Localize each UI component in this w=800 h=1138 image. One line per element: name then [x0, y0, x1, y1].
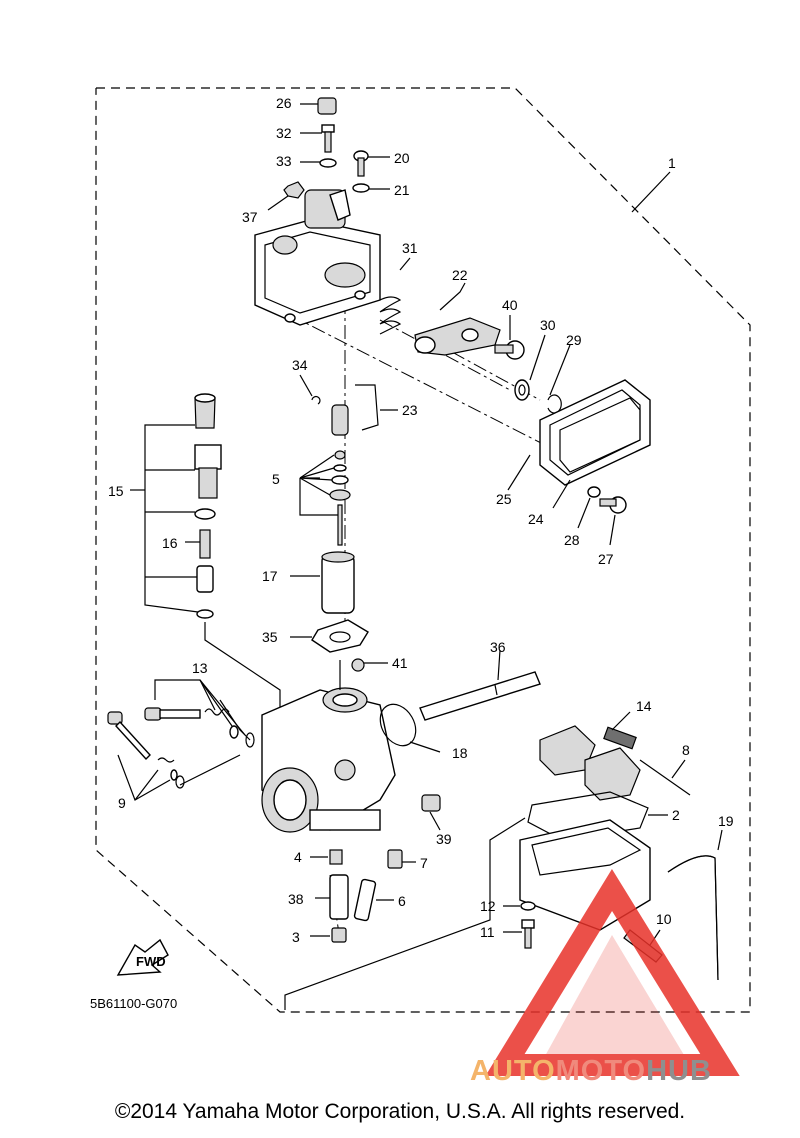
part-32-screw — [300, 124, 335, 153]
part-29-clip — [547, 344, 571, 414]
watermark-brand: AUTOMOTOHUB — [470, 1055, 712, 1088]
part-13-pilot-screw — [144, 679, 255, 748]
callout-6: 6 — [398, 893, 406, 909]
part-41-screw — [351, 658, 388, 672]
callout-41: 41 — [392, 655, 408, 671]
callout-25: 25 — [496, 491, 512, 507]
callout-32: 32 — [276, 125, 292, 141]
part-22-lever — [414, 282, 501, 356]
part-19-hose — [667, 829, 723, 981]
part-38-nozzle — [315, 874, 349, 920]
carburetor-body — [261, 660, 396, 833]
part-2-gasket — [527, 791, 668, 841]
callout-29: 29 — [566, 332, 582, 348]
part-26-cap — [300, 97, 337, 115]
callout-9: 9 — [118, 795, 126, 811]
callout-7: 7 — [420, 855, 428, 871]
callout-19: 19 — [718, 813, 734, 829]
callout-23: 23 — [402, 402, 418, 418]
watermark-logo-icon — [485, 868, 740, 1076]
callout-15: 15 — [108, 483, 124, 499]
callout-35: 35 — [262, 629, 278, 645]
part-5-needle-set — [299, 404, 351, 546]
callout-30: 30 — [540, 317, 556, 333]
watermark-brand-hub: HUB — [646, 1055, 712, 1087]
part-15-starter-group — [130, 393, 222, 619]
part-39-nut — [421, 794, 441, 831]
part-35-gasket — [290, 619, 369, 653]
part-21-washer — [352, 183, 390, 193]
part-1-leader — [631, 171, 671, 213]
drawing-code: 5B61100-G070 — [90, 996, 177, 1011]
part-34-clip — [299, 374, 321, 405]
assembly-boundary — [95, 87, 751, 1013]
copyright-notice: ©2014 Yamaha Motor Corporation, U.S.A. A… — [114, 1100, 686, 1123]
part-37-nut — [267, 181, 305, 211]
callout-20: 20 — [394, 150, 410, 166]
callout-4: 4 — [294, 849, 302, 865]
top-cover — [254, 189, 381, 326]
part-14-float — [539, 711, 641, 801]
callout-labels: 1 2 3 4 5 6 7 8 9 10 11 12 13 14 15 16 1… — [108, 95, 734, 945]
callout-1: 1 — [668, 155, 676, 171]
fwd-arrow-icon: FWD — [116, 938, 169, 976]
callout-2: 2 — [672, 807, 680, 823]
callout-8: 8 — [682, 742, 690, 758]
part-12-washer — [503, 901, 536, 911]
callout-11: 11 — [480, 924, 495, 940]
callout-24: 24 — [528, 511, 544, 527]
part-7-plug — [387, 849, 416, 869]
callout-17: 17 — [262, 568, 278, 584]
callout-39: 39 — [436, 831, 452, 847]
callout-34: 34 — [292, 357, 308, 373]
part-27-screw — [599, 496, 627, 546]
part-18-o-ring — [379, 703, 441, 753]
part-28-washer — [577, 486, 601, 529]
callout-31: 31 — [402, 240, 418, 256]
callout-18: 18 — [452, 745, 468, 761]
callout-5: 5 — [272, 471, 280, 487]
callout-26: 26 — [276, 95, 292, 111]
callout-13: 13 — [192, 660, 208, 676]
part-33-washer — [300, 158, 337, 168]
callout-22: 22 — [452, 267, 468, 283]
callout-36: 36 — [490, 639, 506, 655]
part-24-gasket — [507, 397, 641, 509]
callout-10: 10 — [656, 911, 672, 927]
callout-14: 14 — [636, 698, 652, 714]
callout-12: 12 — [480, 898, 496, 914]
callout-3: 3 — [292, 929, 300, 945]
part-9-screw — [107, 711, 185, 801]
fwd-label: FWD — [136, 954, 166, 969]
callout-27: 27 — [598, 551, 614, 567]
callout-38: 38 — [288, 891, 304, 907]
callout-37: 37 — [242, 209, 258, 225]
part-4-jet — [310, 849, 343, 865]
callout-16: 16 — [162, 535, 178, 551]
watermark-brand-moto: MOTO — [555, 1055, 647, 1087]
part-31-spring — [379, 257, 411, 335]
part-3-main-jet — [310, 927, 347, 943]
part-30-washer — [514, 334, 546, 401]
part-6-jet — [353, 878, 394, 922]
part-36-tube — [419, 649, 541, 721]
watermark-brand-auto: AUTO — [470, 1055, 556, 1087]
callout-40: 40 — [502, 297, 518, 313]
part-20-screw — [353, 150, 390, 177]
callout-21: 21 — [394, 182, 410, 198]
callout-28: 28 — [564, 532, 580, 548]
part-11-screw — [503, 919, 535, 949]
callout-33: 33 — [276, 153, 292, 169]
part-23-bracket — [355, 384, 398, 431]
part-17-throttle-valve — [290, 551, 355, 614]
part-40-screw — [494, 315, 525, 360]
part-8-pin — [639, 759, 691, 796]
